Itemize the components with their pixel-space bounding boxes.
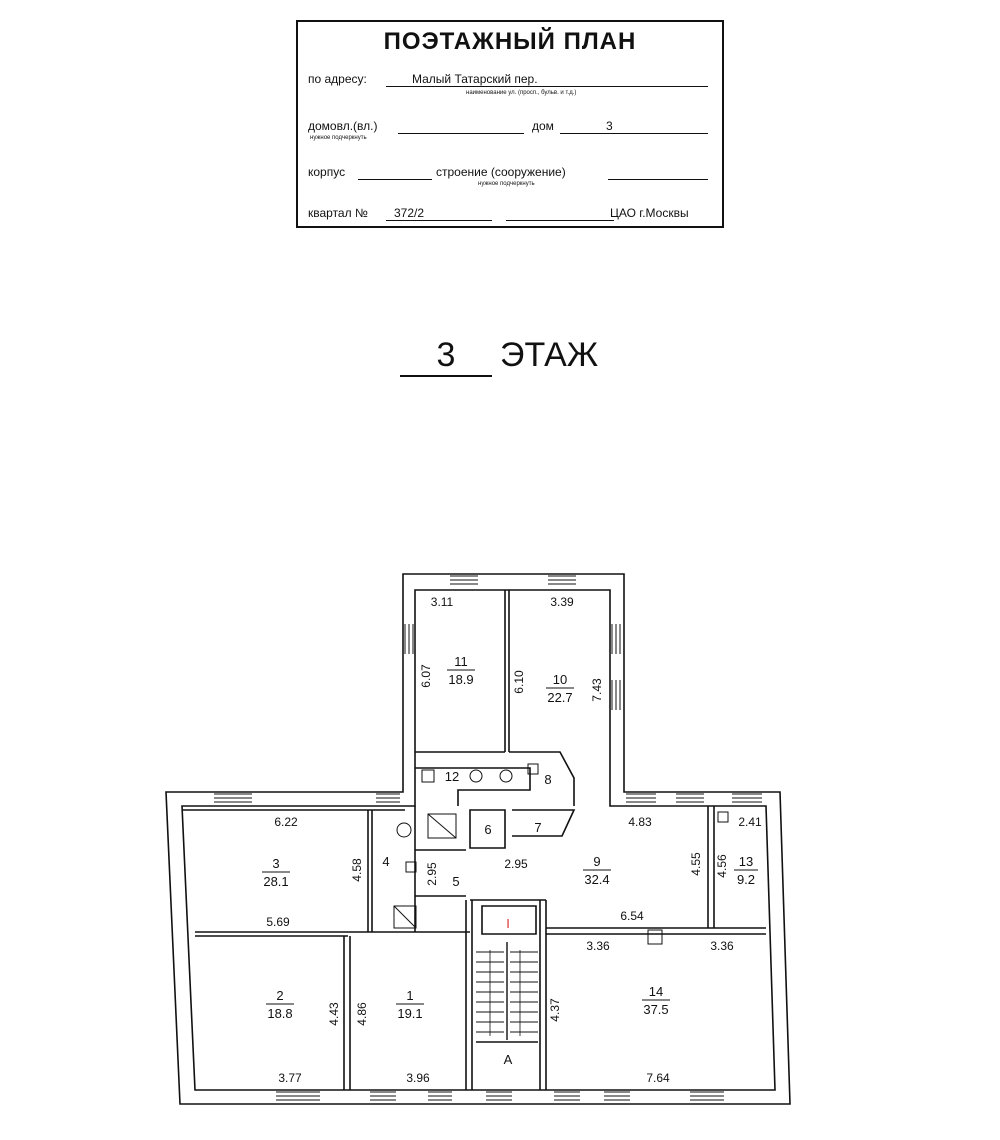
room-number: 2 bbox=[276, 988, 283, 1003]
dimension: 4.43 bbox=[327, 1002, 341, 1026]
stroenie-field bbox=[608, 165, 708, 180]
room-number: 11 bbox=[454, 654, 468, 669]
dimension-labels: 3.11 6.07 3.39 6.10 7.43 6.22 4.58 5.69 … bbox=[266, 595, 762, 1085]
domovl-field bbox=[398, 119, 524, 134]
dimension: 2.95 bbox=[425, 862, 439, 886]
dimension: 4.86 bbox=[355, 1002, 369, 1026]
room-number: 1 bbox=[406, 988, 413, 1003]
windows bbox=[214, 575, 762, 1101]
room-number: 4 bbox=[382, 854, 389, 869]
room-area: 28.1 bbox=[263, 874, 288, 889]
floor-number: 3 bbox=[400, 336, 492, 377]
dimension: 3.96 bbox=[406, 1071, 430, 1085]
dimension: 6.54 bbox=[620, 909, 644, 923]
room-number: 5 bbox=[452, 874, 459, 889]
room-area: 18.8 bbox=[267, 1006, 292, 1021]
dimension: 4.56 bbox=[715, 854, 729, 878]
stair-label: А bbox=[504, 1052, 513, 1067]
walls bbox=[165, 573, 791, 1105]
room-area: 22.7 bbox=[547, 690, 572, 705]
dimension: 3.36 bbox=[710, 939, 734, 953]
fixtures bbox=[393, 763, 729, 945]
title-block: ПОЭТАЖНЫЙ ПЛАН по адресу: Малый Татарски… bbox=[296, 20, 724, 228]
dimension: 3.77 bbox=[278, 1071, 302, 1085]
dimension: 2.95 bbox=[504, 857, 528, 871]
room-number: 8 bbox=[544, 772, 551, 787]
plan-title: ПОЭТАЖНЫЙ ПЛАН bbox=[383, 28, 637, 55]
kvartal-label: квартал № bbox=[308, 206, 368, 220]
dimension: 4.55 bbox=[689, 852, 703, 876]
address-field: Малый Татарский пер. bbox=[386, 72, 708, 87]
room-number: 13 bbox=[739, 854, 753, 869]
room-number: 14 bbox=[649, 984, 663, 999]
floor-label: ЭТАЖ bbox=[500, 336, 599, 374]
dom-value: 3 bbox=[606, 119, 613, 133]
dimension: 6.07 bbox=[419, 664, 433, 688]
dimension: 2.41 bbox=[738, 815, 762, 829]
dom-field: 3 bbox=[560, 119, 708, 134]
dimension: 5.69 bbox=[266, 915, 290, 929]
dimension: 3.36 bbox=[586, 939, 610, 953]
room-number: 9 bbox=[593, 854, 600, 869]
room-number: 10 bbox=[553, 672, 567, 687]
area-underlines bbox=[262, 669, 758, 1005]
room-area: 19.1 bbox=[397, 1006, 422, 1021]
room-area: 37.5 bbox=[643, 1002, 668, 1017]
dimension: 6.10 bbox=[512, 670, 526, 694]
dom-label: дом bbox=[532, 119, 554, 133]
dimension: 7.64 bbox=[646, 1071, 670, 1085]
kvartal-field: 372/2 bbox=[386, 206, 492, 221]
dimension: 3.39 bbox=[550, 595, 574, 609]
room-number: 12 bbox=[445, 769, 459, 784]
district-value: ЦАО г.Москвы bbox=[610, 206, 689, 220]
district-field bbox=[506, 206, 614, 221]
staircase bbox=[476, 942, 538, 1043]
address-label: по адресу: bbox=[308, 72, 367, 86]
address-note: наименование ул. (просп., бульв. и т.д.) bbox=[466, 90, 577, 96]
room-area: 32.4 bbox=[584, 872, 609, 887]
dimension: 4.83 bbox=[628, 815, 652, 829]
room-number: 3 bbox=[272, 856, 279, 871]
dimension: 7.43 bbox=[590, 678, 604, 702]
kvartal-value: 372/2 bbox=[394, 206, 425, 220]
room-area: 9.2 bbox=[737, 872, 755, 887]
room-number: 6 bbox=[484, 822, 491, 837]
korpus-field bbox=[358, 165, 432, 180]
domovl-label: домовл.(вл.) bbox=[308, 119, 378, 133]
dimension: 4.58 bbox=[350, 858, 364, 882]
room-area: 18.9 bbox=[448, 672, 473, 687]
stroenie-note: нужное подчеркнуть bbox=[478, 181, 535, 187]
stair-mark: I bbox=[506, 916, 510, 931]
dimension: 4.37 bbox=[548, 998, 562, 1022]
room-number: 7 bbox=[534, 820, 541, 835]
dimension: 6.22 bbox=[274, 815, 298, 829]
address-value: Малый Татарский пер. bbox=[412, 72, 538, 86]
stroenie-label: строение (сооружение) bbox=[436, 165, 566, 179]
domovl-note: нужное подчеркнуть bbox=[310, 135, 367, 141]
room-labels: 11 18.9 10 22.7 12 8 3 28.1 4 5 6 7 9 32… bbox=[263, 654, 755, 1021]
korpus-label: корпус bbox=[308, 165, 346, 179]
dimension: 3.11 bbox=[431, 595, 454, 609]
